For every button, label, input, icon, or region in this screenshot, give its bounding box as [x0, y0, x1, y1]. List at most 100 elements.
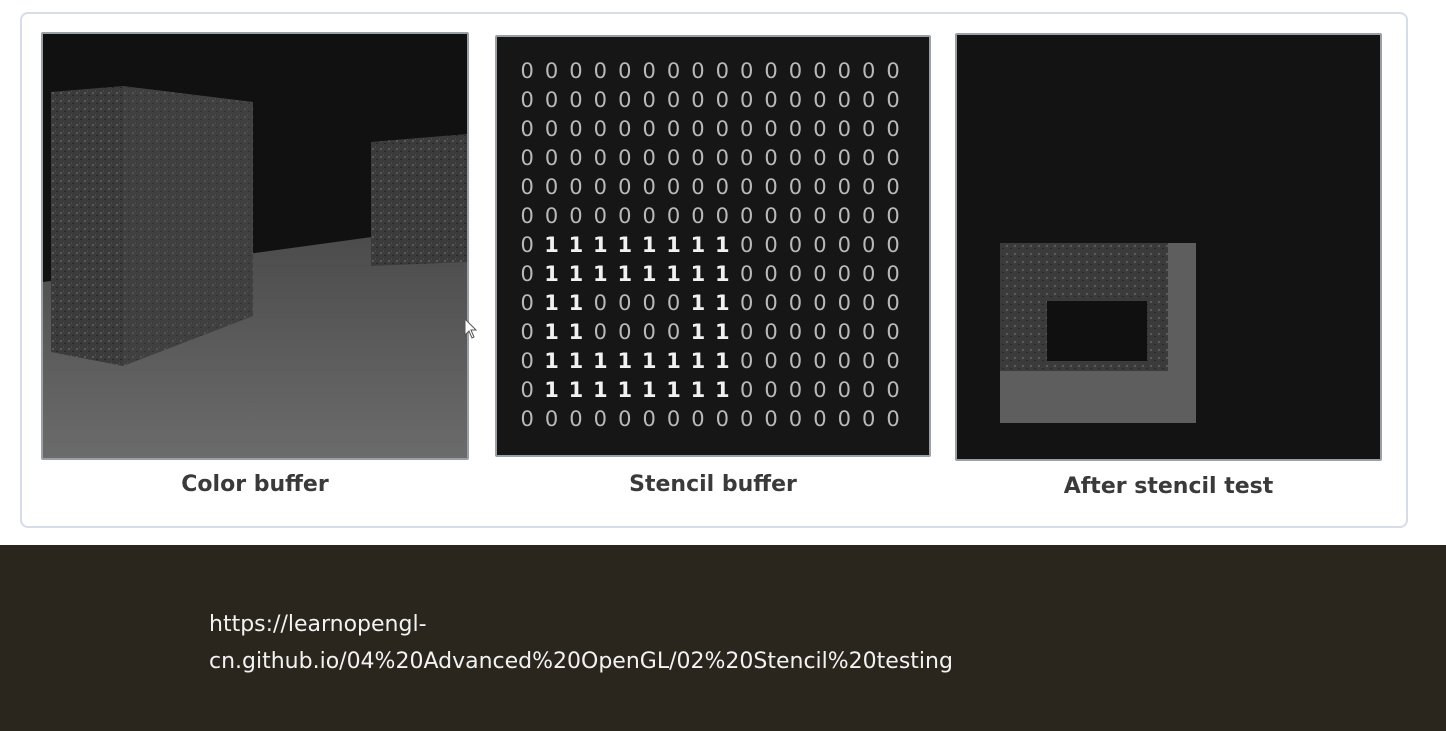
stencil-cell: 0 [691, 204, 705, 228]
stencil-cell: 0 [886, 233, 900, 257]
stencil-cell: 0 [520, 117, 534, 141]
stencil-cell: 0 [618, 146, 632, 170]
stencil-cell: 0 [813, 320, 827, 344]
stencil-cell: 1 [544, 320, 559, 344]
stencil-cell: 0 [691, 88, 705, 112]
stencil-cell: 1 [617, 349, 633, 373]
stencil-cell: 0 [666, 320, 681, 344]
stencil-cell: 0 [861, 117, 876, 141]
stencil-cell: 1 [593, 233, 608, 257]
color-buffer-scene [43, 34, 467, 458]
stencil-cell: 0 [861, 88, 876, 112]
stencil-cell: 0 [788, 233, 803, 257]
stencil-cell: 0 [764, 204, 778, 228]
stencil-cell: 0 [740, 320, 754, 344]
stencil-cell: 0 [788, 262, 803, 286]
stencil-cell: 1 [690, 233, 706, 257]
stencil-cell: 0 [764, 117, 778, 141]
stencil-cell: 0 [642, 146, 656, 170]
stencil-cell: 0 [886, 117, 900, 141]
stencil-cell: 0 [666, 88, 681, 112]
stencil-cell: 0 [691, 175, 705, 199]
stencil-cell: 0 [544, 88, 559, 112]
stencil-cell: 0 [740, 407, 754, 431]
stencil-cell: 0 [837, 59, 851, 83]
stencil-cell: 0 [740, 175, 754, 199]
stencil-cell: 1 [641, 233, 657, 257]
after-stencil-test-image [955, 33, 1382, 461]
stencil-cell: 0 [764, 175, 778, 199]
stencil-cell: 0 [788, 88, 803, 112]
stencil-cell: 1 [568, 349, 584, 373]
stencil-cell: 0 [837, 233, 851, 257]
stencil-cell: 0 [691, 59, 705, 83]
stencil-cell: 0 [715, 88, 729, 112]
stencil-cell: 1 [544, 233, 559, 257]
color-buffer-image [41, 32, 469, 460]
stencil-cell: 0 [666, 407, 681, 431]
stencil-cell: 0 [642, 204, 656, 228]
stencil-cell: 1 [593, 349, 608, 373]
stencil-cell: 0 [861, 59, 876, 83]
stencil-cell: 0 [520, 320, 534, 344]
stencil-cell: 0 [593, 320, 608, 344]
stencil-cell: 0 [861, 175, 876, 199]
stencil-cell: 0 [618, 204, 632, 228]
stencil-cell: 1 [666, 349, 681, 373]
stencil-cell: 0 [618, 88, 632, 112]
stencil-cell: 0 [764, 59, 778, 83]
stencil-cell: 0 [861, 407, 876, 431]
stencil-cell: 0 [788, 117, 803, 141]
stencil-cell: 1 [690, 291, 706, 315]
stencil-cell: 0 [788, 204, 803, 228]
stencil-cell: 0 [666, 175, 681, 199]
stencil-cell: 0 [593, 407, 608, 431]
stencil-cell: 0 [813, 407, 827, 431]
stencil-cell: 1 [568, 262, 584, 286]
stencil-cell: 0 [837, 407, 851, 431]
stencil-cell: 0 [618, 59, 632, 83]
stencil-cell: 0 [642, 320, 656, 344]
stencil-cell: 1 [690, 262, 706, 286]
stencil-cell: 1 [568, 320, 584, 344]
stencil-cell: 1 [544, 291, 559, 315]
stencil-buffer-caption: Stencil buffer [629, 472, 797, 497]
source-url[interactable]: https://learnopengl- cn.github.io/04%20A… [209, 606, 1109, 680]
stencil-cell: 0 [837, 146, 851, 170]
stencil-cell: 0 [593, 59, 608, 83]
stencil-cell: 0 [740, 59, 754, 83]
stencil-cell: 1 [715, 233, 730, 257]
stencil-cell: 0 [520, 146, 534, 170]
stencil-cell: 1 [593, 262, 608, 286]
stencil-cell: 1 [666, 378, 681, 402]
stencil-cell: 1 [715, 349, 730, 373]
stencil-cell: 0 [569, 59, 583, 83]
stencil-cell: 0 [544, 117, 559, 141]
stencil-cell: 0 [642, 117, 656, 141]
stencil-cell: 0 [886, 175, 900, 199]
stencil-cell: 1 [641, 378, 657, 402]
stencil-cell: 1 [690, 320, 706, 344]
stencil-cell: 0 [691, 146, 705, 170]
stencil-cell: 0 [642, 88, 656, 112]
stencil-cell: 0 [764, 349, 778, 373]
mouse-pointer-icon [464, 318, 478, 339]
stencil-cell: 0 [861, 378, 876, 402]
stencil-cell: 0 [593, 204, 608, 228]
stencil-cell: 0 [715, 175, 729, 199]
stencil-cell: 1 [641, 262, 657, 286]
stencil-cell: 1 [666, 233, 681, 257]
stencil-cell: 0 [593, 291, 608, 315]
stencil-cell: 0 [813, 117, 827, 141]
stencil-cell: 0 [740, 204, 754, 228]
stencil-cell: 1 [666, 262, 681, 286]
after-stencil-scene [957, 35, 1380, 459]
stencil-cell: 0 [861, 291, 876, 315]
stencil-cell: 0 [764, 407, 778, 431]
stencil-cell: 0 [813, 349, 827, 373]
stencil-cell: 0 [740, 378, 754, 402]
stencil-cell: 0 [764, 146, 778, 170]
stencil-cell: 1 [715, 320, 730, 344]
